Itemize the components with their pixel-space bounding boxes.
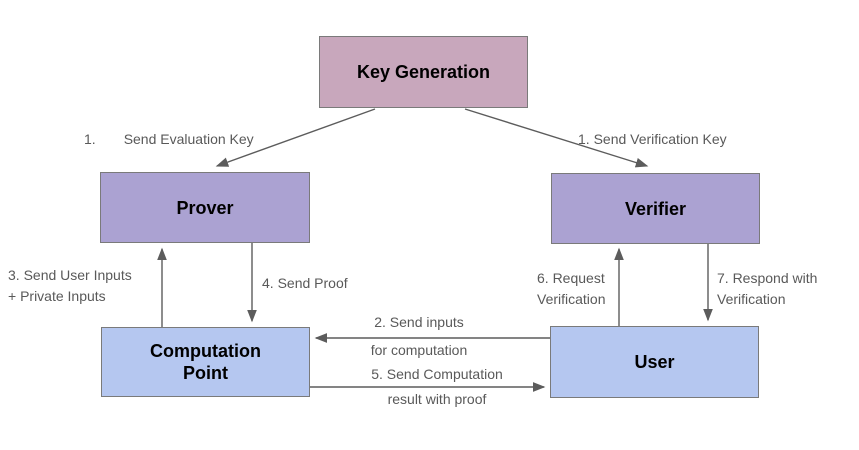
edge-label-send-evaluation-key-text: Send Evaluation Key [123, 131, 254, 147]
edge-label-send-evaluation-key-number: 1. [84, 131, 96, 147]
edge-label-send-user-inputs-line2: + Private Inputs [8, 288, 106, 304]
edge-label-send-proof: 4. Send Proof [262, 275, 348, 291]
edge-label-send-user-inputs: 3. Send User Inputs + Private Inputs [8, 265, 132, 307]
node-verifier: Verifier [551, 173, 760, 244]
number-gap [96, 129, 124, 150]
edge-label-respond-with-verification: 7. Respond with Verification [717, 268, 817, 310]
node-verifier-label: Verifier [624, 198, 687, 219]
node-user: User [550, 326, 759, 398]
edge-label-request-verification-line1: 6. Request [537, 270, 605, 286]
edge-label-respond-with-verification-line2: Verification [717, 291, 786, 307]
node-key-generation: Key Generation [319, 36, 528, 108]
edge-label-respond-with-verification-line1: 7. Respond with [717, 270, 818, 286]
node-key-generation-label: Key Generation [356, 62, 491, 82]
edge-label-request-verification: 6. Request Verification [537, 268, 605, 310]
node-computation-point-label: Computation Point [150, 341, 261, 383]
edge-label-send-verification-key: 1. Send Verification Key [578, 131, 727, 147]
node-user-label: User [634, 352, 675, 372]
edge-label-send-evaluation-key: 1. Send Evaluation Key [84, 129, 254, 150]
edge-label-send-inputs-line1: 2. Send inputs [374, 314, 464, 330]
node-computation-point: Computation Point [101, 327, 310, 397]
edge-label-send-user-inputs-line1: 3. Send User Inputs [8, 267, 132, 283]
node-prover: Prover [100, 172, 310, 243]
edge-label-send-computation-result-line2: result with proof [387, 391, 487, 407]
node-prover-label: Prover [176, 197, 234, 218]
edge-label-send-inputs-line2: for computation [370, 342, 468, 358]
edge-label-request-verification-line2: Verification [537, 291, 606, 307]
edge-label-send-computation-result-line1: 5. Send Computation [371, 366, 503, 382]
